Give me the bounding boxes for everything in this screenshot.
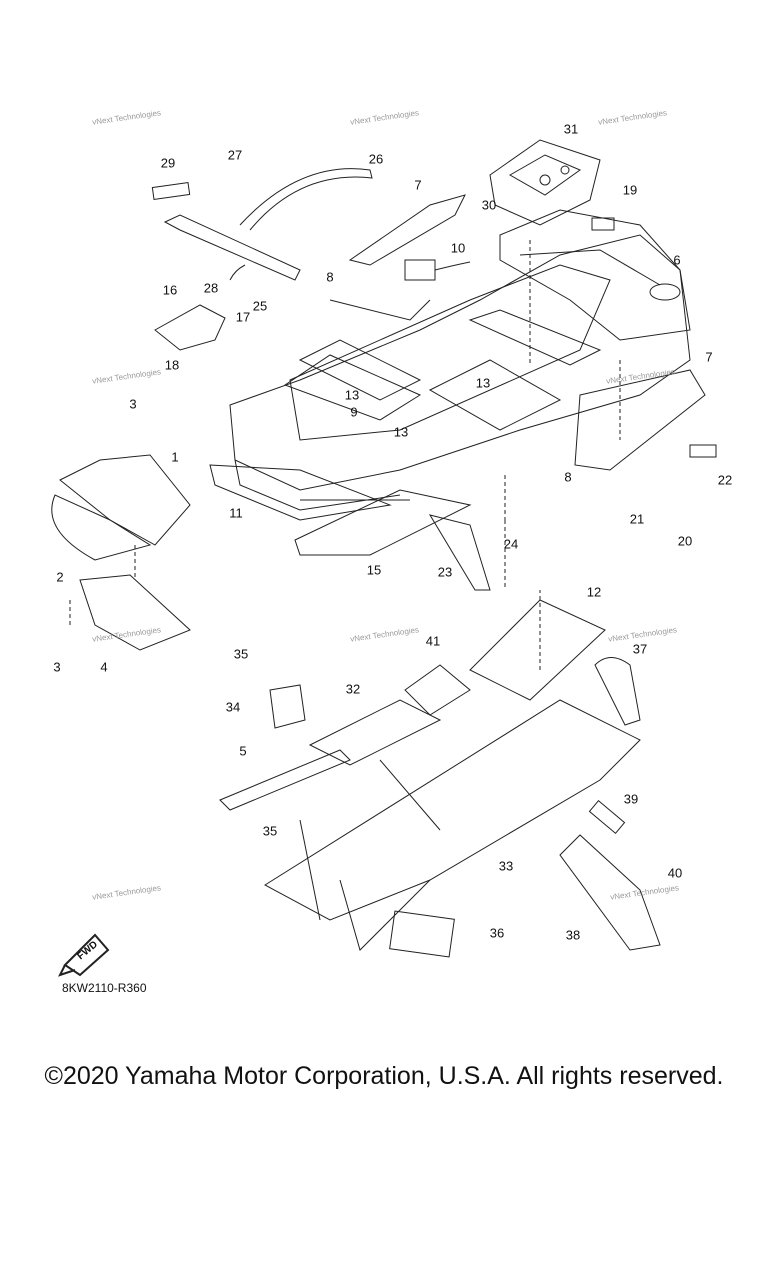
callout-35: 35	[233, 646, 249, 662]
shield-2	[51, 494, 152, 561]
switch-10	[404, 259, 471, 281]
callout-6: 6	[673, 252, 681, 268]
side-rail-7-upper	[348, 194, 466, 266]
callout-39: 39	[623, 791, 639, 807]
callout-23: 23	[437, 564, 453, 580]
part-19	[591, 217, 615, 231]
strip-32	[308, 699, 442, 766]
copyright-notice: ©2020 Yamaha Motor Corporation, U.S.A. A…	[44, 1062, 724, 1090]
callout-10: 10	[450, 240, 466, 256]
leader-lines-solid	[299, 499, 441, 951]
seat-pad-31	[489, 139, 601, 226]
clip-34	[269, 684, 306, 729]
lower-panel-33	[264, 699, 641, 921]
callout-12: 12	[586, 584, 602, 600]
callout-35: 35	[262, 823, 278, 839]
callout-30: 30	[481, 197, 497, 213]
callout-36: 36	[489, 925, 505, 941]
callout-20: 20	[677, 533, 693, 549]
callout-28: 28	[203, 280, 219, 296]
callout-11: 11	[229, 505, 243, 521]
callout-7: 7	[705, 349, 713, 365]
wire-37	[594, 657, 641, 726]
cover-1	[59, 454, 191, 546]
callout-3: 3	[53, 659, 61, 675]
rail-15	[294, 489, 472, 556]
callout-38: 38	[565, 927, 581, 943]
callout-2: 2	[56, 569, 64, 585]
callout-41: 41	[425, 633, 441, 649]
diagram-code: 8KW2110-R360	[62, 981, 147, 995]
callout-13: 13	[393, 424, 409, 440]
callout-5: 5	[239, 743, 247, 759]
callout-4: 4	[100, 659, 108, 675]
callout-17: 17	[235, 309, 251, 325]
callout-33: 33	[498, 858, 514, 874]
callout-13: 13	[475, 375, 491, 391]
callout-21: 21	[629, 511, 645, 527]
bracket-38	[559, 834, 661, 951]
pad-12	[469, 599, 606, 701]
callout-29: 29	[160, 155, 176, 171]
callout-16: 16	[162, 282, 178, 298]
side-panel-11	[209, 464, 392, 521]
part-29	[151, 181, 191, 201]
rear-panel-6	[499, 209, 691, 341]
strip-5	[219, 749, 351, 811]
chassis-body	[229, 234, 691, 511]
callout-3: 3	[129, 396, 137, 412]
part-22	[689, 444, 717, 458]
callout-26: 26	[368, 151, 384, 167]
callout-1: 1	[171, 449, 179, 465]
bracket-25	[163, 168, 373, 281]
callout-25: 25	[252, 298, 268, 314]
callout-15: 15	[366, 562, 382, 578]
plate-4	[79, 574, 191, 651]
callout-8: 8	[326, 269, 334, 285]
bracket-23	[428, 514, 491, 591]
callout-32: 32	[345, 681, 361, 697]
callout-34: 34	[225, 699, 241, 715]
hinge-16-17	[154, 304, 226, 351]
side-rail-7-right	[574, 369, 706, 471]
plate-36	[389, 910, 455, 958]
leader-lines	[69, 240, 621, 670]
callout-9: 9	[350, 404, 358, 420]
callout-37: 37	[632, 641, 648, 657]
callout-13: 13	[344, 387, 360, 403]
callout-18: 18	[164, 357, 180, 373]
callout-40: 40	[667, 865, 683, 881]
exploded-parts-diagram	[51, 139, 717, 977]
fwd-arrow-icon	[58, 933, 110, 977]
callout-8: 8	[564, 469, 572, 485]
callout-31: 31	[563, 121, 579, 137]
callout-24: 24	[503, 536, 519, 552]
callout-22: 22	[717, 472, 733, 488]
callout-27: 27	[227, 147, 243, 163]
part-39	[588, 800, 626, 834]
callout-7: 7	[414, 177, 422, 193]
strip-41	[404, 664, 471, 716]
callout-19: 19	[622, 182, 638, 198]
